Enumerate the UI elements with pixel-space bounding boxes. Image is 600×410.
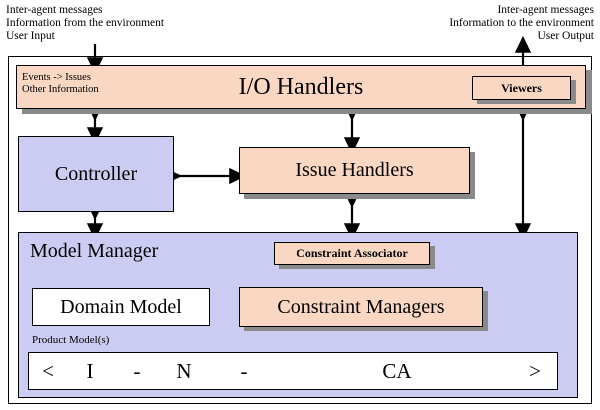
strip-cell-1: I — [86, 358, 94, 383]
model-manager-title: Model Manager — [30, 240, 159, 262]
domain-model-label: Domain Model — [60, 295, 182, 318]
io-handlers-note-line2: Other Information — [22, 84, 99, 95]
strip-cell-0: < — [42, 358, 54, 383]
io-handlers-title: I/O Handlers — [238, 73, 364, 100]
io-handlers-note: Events -> Issues Other Information — [22, 72, 99, 96]
product-model-strip-row: < I - N - CA > — [29, 352, 557, 390]
io-handlers-note-line1: Events -> Issues — [22, 72, 91, 83]
constraint-associator-label: Constraint Associator — [296, 246, 408, 260]
annotation-top-left-line3: User Input — [6, 30, 55, 42]
strip-cell-3: N — [176, 358, 192, 383]
product-model-label: Product Model(s) — [32, 334, 110, 346]
annotation-top-right-line1: Inter-agent messages — [497, 4, 594, 16]
diagram-outer-frame — [8, 56, 592, 404]
controller-box[interactable]: Controller — [18, 136, 174, 212]
domain-model-box[interactable]: Domain Model — [32, 288, 210, 326]
viewers-label: Viewers — [501, 80, 542, 95]
annotation-top-right-line3: User Output — [537, 30, 594, 42]
constraint-managers-label: Constraint Managers — [277, 295, 445, 318]
annotation-top-left-line1: Inter-agent messages — [6, 4, 103, 16]
strip-cell-4: - — [240, 358, 248, 383]
issue-handlers-label: Issue Handlers — [295, 159, 414, 181]
constraint-managers-box[interactable]: Constraint Managers — [239, 287, 483, 327]
annotation-top-right-line2: Information to the environment — [449, 17, 594, 29]
product-model-strip[interactable]: < I - N - CA > — [28, 352, 558, 390]
viewers-box[interactable]: Viewers — [472, 76, 571, 100]
constraint-associator-box[interactable]: Constraint Associator — [274, 242, 430, 265]
strip-cell-2: - — [133, 358, 141, 383]
strip-cell-6: > — [529, 358, 541, 383]
annotation-top-left-line2: Information from the environment — [6, 17, 165, 29]
controller-label: Controller — [54, 162, 138, 185]
strip-cell-5: CA — [382, 358, 412, 383]
issue-handlers-box[interactable]: Issue Handlers — [239, 147, 470, 194]
